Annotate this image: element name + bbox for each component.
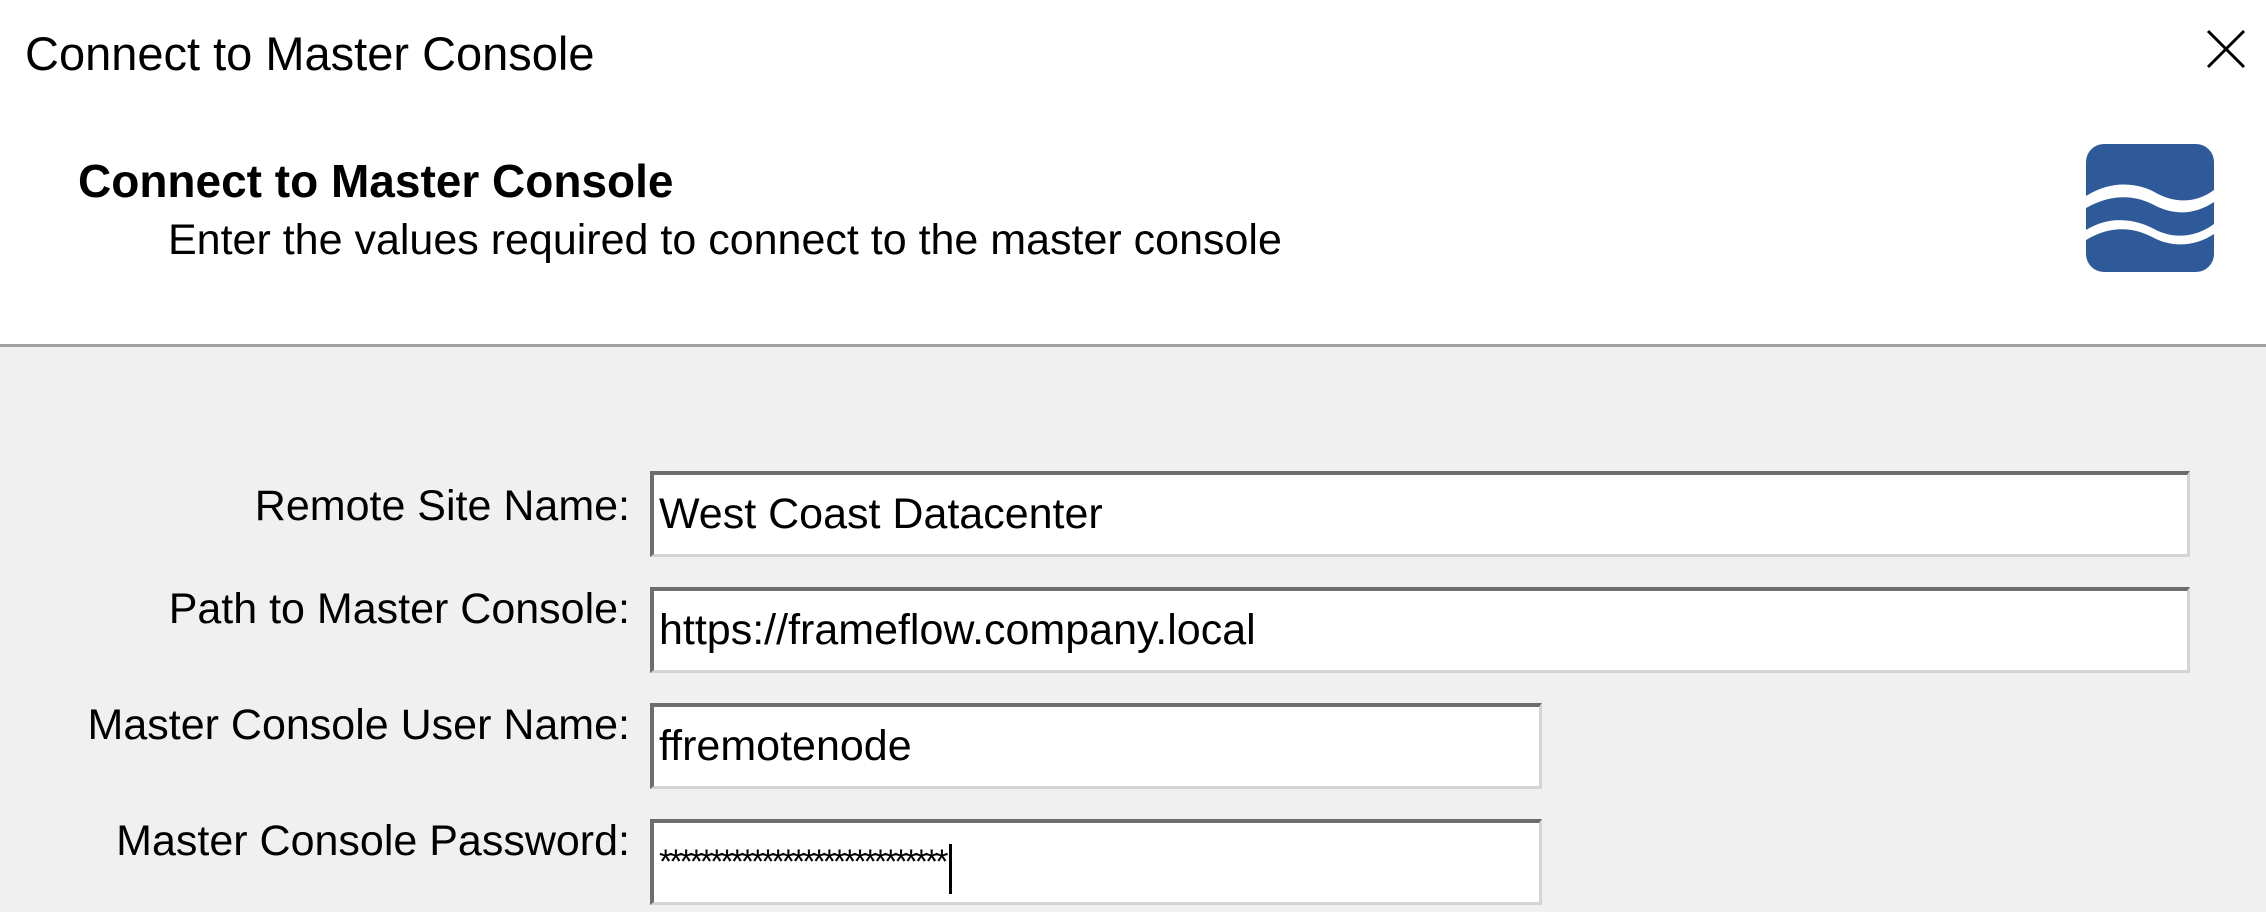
password-label: Master Console Password:	[116, 817, 630, 865]
frameflow-wave-logo-icon	[2086, 144, 2214, 272]
title-bar: Connect to Master Console	[0, 0, 2266, 104]
text-caret	[949, 843, 953, 894]
form-area: Remote Site Name: West Coast Datacenter …	[0, 347, 2266, 912]
wizard-header: Connect to Master Console Enter the valu…	[0, 104, 2266, 344]
user-name-label: Master Console User Name:	[87, 701, 630, 749]
close-icon	[2206, 29, 2246, 69]
remote-site-name-label: Remote Site Name:	[254, 482, 630, 530]
remote-site-name-input[interactable]: West Coast Datacenter	[650, 471, 2190, 557]
path-to-master-console-label: Path to Master Console:	[168, 585, 630, 633]
window-title: Connect to Master Console	[25, 27, 595, 80]
close-button[interactable]	[2170, 0, 2266, 96]
user-name-input[interactable]: ffremotenode	[650, 703, 1542, 789]
page-title: Connect to Master Console	[78, 155, 674, 207]
page-subtitle: Enter the values required to connect to …	[168, 216, 1282, 264]
header-separator	[0, 344, 2266, 347]
password-masked-value: ****************************	[659, 843, 948, 881]
password-input[interactable]: ****************************	[650, 819, 1542, 905]
path-to-master-console-input[interactable]: https://frameflow.company.local	[650, 587, 2190, 673]
